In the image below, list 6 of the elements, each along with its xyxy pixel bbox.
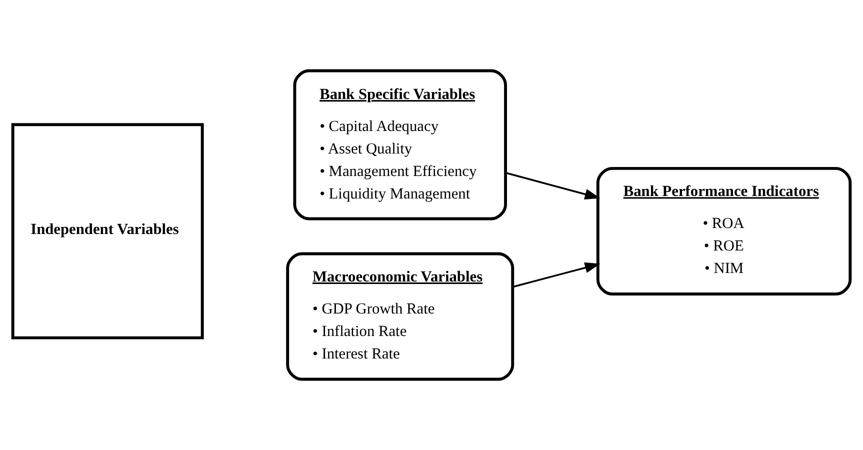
arrow <box>505 172 600 200</box>
node-box: Macroeconomic Variables • GDP Growth Rate • Inflation Rate • Interest Rate <box>286 252 514 381</box>
node-box: Bank Specific Variables • Capital Adequacy • Asset Quality • Management Efficiency • Liquidity Management <box>293 69 507 220</box>
node-box: Bank Performance Indicators • ROA • ROE • NIM <box>596 166 852 296</box>
node-box: Independent Variables <box>11 123 204 340</box>
arrow <box>512 262 600 288</box>
